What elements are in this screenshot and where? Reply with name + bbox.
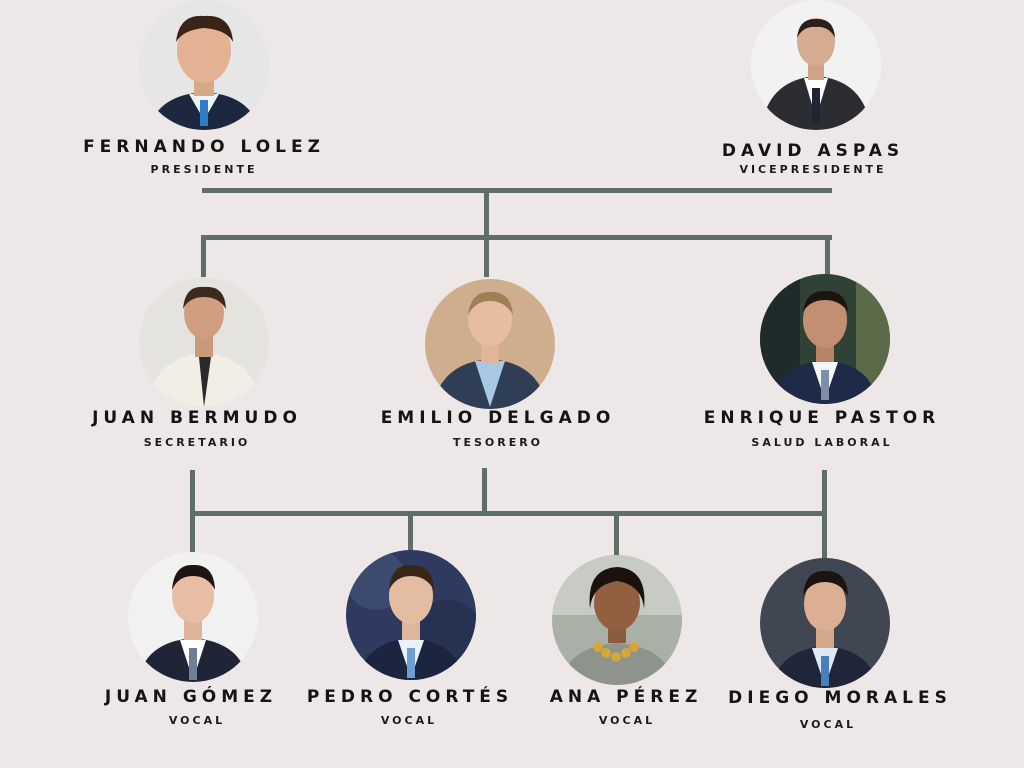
person-photo-icon: [346, 550, 476, 680]
person-photo-icon: [425, 279, 555, 409]
member-name: ANA PÉREZ: [549, 687, 703, 707]
member-role: VOCAL: [799, 718, 857, 731]
connector-drop-center: [484, 235, 489, 277]
connector-mid-horizontal: [202, 235, 832, 240]
connector-bottom-horizontal: [190, 511, 827, 516]
member-name: PEDRO CORTÉS: [306, 687, 514, 707]
connector-drop-ana: [614, 511, 619, 556]
member-role: VICEPRESIDENTE: [739, 163, 887, 176]
member-role: TESORERO: [452, 436, 544, 449]
connector-drop-left: [201, 235, 206, 277]
member-name: JUAN BERMUDO: [92, 408, 302, 428]
member-name: FERNANDO LOLEZ: [83, 137, 325, 157]
member-role: PRESIDENTE: [150, 163, 258, 176]
member-name: EMILIO DELGADO: [380, 408, 616, 428]
connector-top-vertical: [484, 188, 489, 238]
connector-drop-pedro: [408, 511, 413, 551]
person-photo-icon: [760, 274, 890, 404]
person-photo-icon: [139, 277, 269, 407]
connector-rise-center: [482, 468, 487, 513]
member-name: ENRIQUE PASTOR: [703, 408, 941, 428]
person-photo-icon: [128, 552, 258, 682]
member-role: VOCAL: [168, 714, 226, 727]
member-name: JUAN GÓMEZ: [104, 687, 278, 707]
member-role: SALUD LABORAL: [751, 436, 893, 449]
member-name: DAVID ASPAS: [721, 141, 905, 161]
person-photo-icon: [751, 0, 881, 130]
member-name: DIEGO MORALES: [728, 688, 952, 708]
connector-drop-right: [825, 235, 830, 277]
connector-top-horizontal: [202, 188, 832, 193]
person-photo-icon: [760, 558, 890, 688]
member-role: SECRETARIO: [143, 436, 251, 449]
member-role: VOCAL: [380, 714, 438, 727]
person-photo-icon: [552, 555, 682, 685]
member-role: VOCAL: [598, 714, 656, 727]
person-photo-icon: [139, 0, 269, 130]
